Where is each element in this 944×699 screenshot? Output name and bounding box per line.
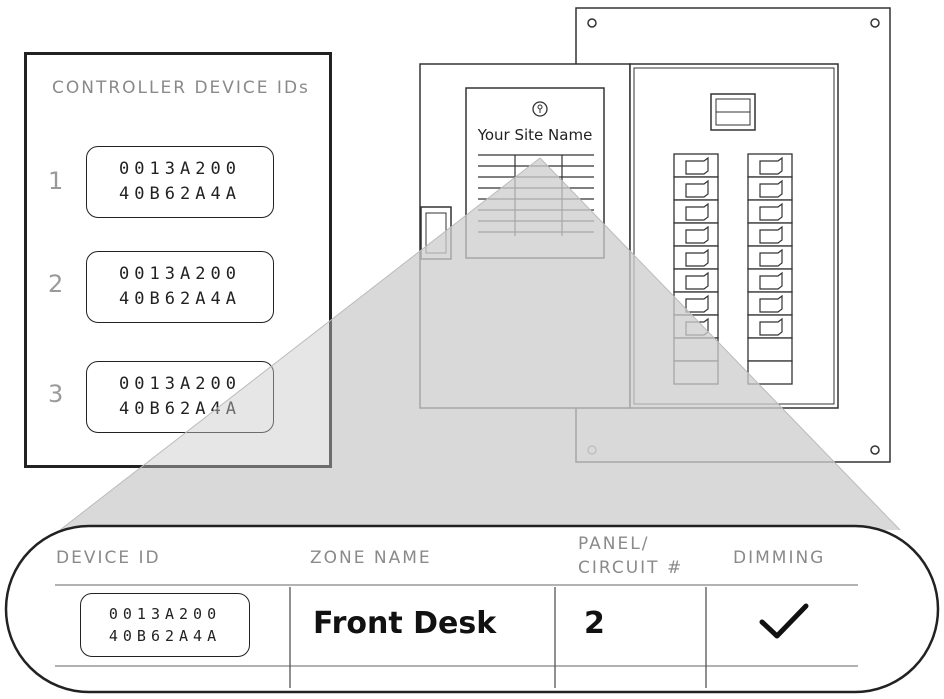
- column-header-zone-name: ZONE NAME: [310, 548, 432, 568]
- zone-name-value: Front Desk: [313, 606, 497, 641]
- ids-panel-title: CONTROLLER DEVICE IDs: [52, 78, 310, 98]
- check-icon: [759, 603, 809, 639]
- column-header-device-id: DEVICE ID: [56, 548, 161, 568]
- site-name-label: Your Site Name: [477, 126, 593, 144]
- screw-icon: [587, 18, 597, 28]
- column-header-circuit: CIRCUIT #: [578, 558, 684, 578]
- column-header-panel: PANEL/: [578, 534, 650, 554]
- entry-number: 3: [48, 380, 64, 408]
- entry-number: 2: [48, 270, 64, 298]
- device-id-line2: 40B62A4A: [108, 627, 222, 645]
- location-pin-icon: [532, 101, 548, 117]
- entry-number: 1: [48, 167, 64, 195]
- column-header-dimming: DIMMING: [733, 548, 826, 568]
- circuit-value: 2: [584, 606, 605, 641]
- screw-icon: [870, 18, 880, 28]
- device-id-line1: 0013A200: [108, 605, 222, 623]
- row-device-id-card: 0013A200 40B62A4A: [80, 593, 250, 657]
